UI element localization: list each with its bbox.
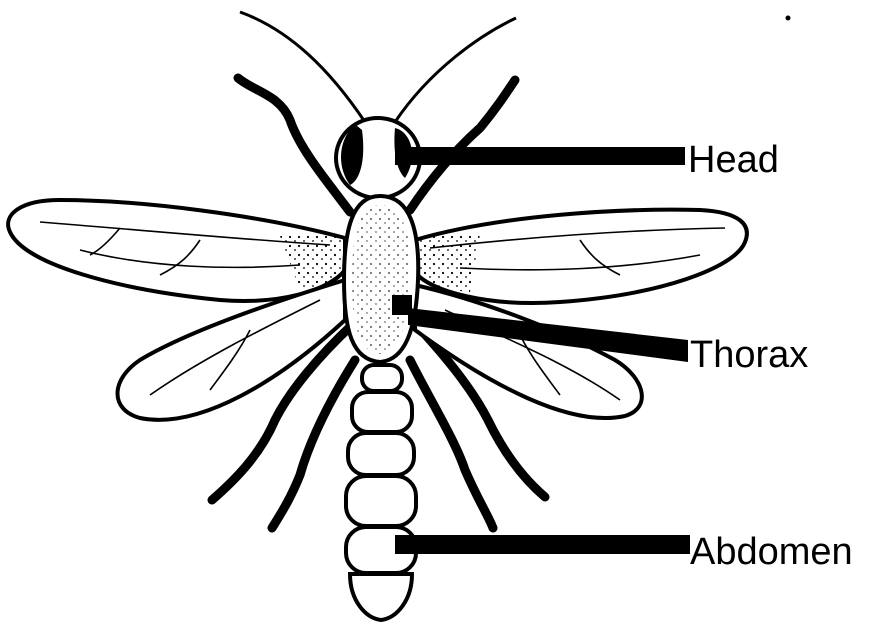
right-hind-leg: [410, 360, 493, 528]
abdomen-shape: [346, 365, 416, 620]
head-label: Head: [688, 141, 779, 179]
abdomen-label: Abdomen: [690, 533, 853, 571]
left-antenna: [240, 12, 365, 122]
left-hind-leg: [272, 360, 355, 528]
head-pointer: [395, 147, 685, 165]
abdomen-pointer: [395, 535, 690, 554]
thorax-label: Thorax: [690, 336, 808, 374]
left-front-leg: [238, 78, 350, 212]
stray-dot: [786, 16, 791, 21]
thorax-stipple: [352, 205, 410, 354]
right-front-leg: [410, 80, 515, 210]
